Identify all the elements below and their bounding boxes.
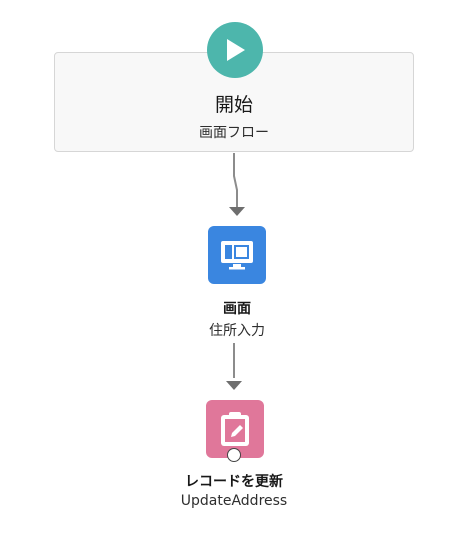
connector-arrowhead xyxy=(226,381,242,390)
connector-start-to-screen xyxy=(233,153,238,208)
start-title: 開始 xyxy=(214,94,253,116)
connector-handle[interactable] xyxy=(227,448,241,462)
screen-element-type: 画面 xyxy=(223,301,251,317)
connector-arrowhead xyxy=(229,207,245,216)
clipboard-edit-icon xyxy=(221,412,249,446)
update-records-element-name: UpdateAddress xyxy=(180,493,288,509)
screen-element-icon[interactable] xyxy=(208,226,266,284)
screen-element-name: 住所入力 xyxy=(209,323,265,339)
start-subtitle: 画面フロー xyxy=(199,125,269,141)
monitor-icon xyxy=(221,241,253,270)
play-icon[interactable] xyxy=(207,22,263,78)
update-records-element-type: レコードを更新 xyxy=(185,474,283,490)
